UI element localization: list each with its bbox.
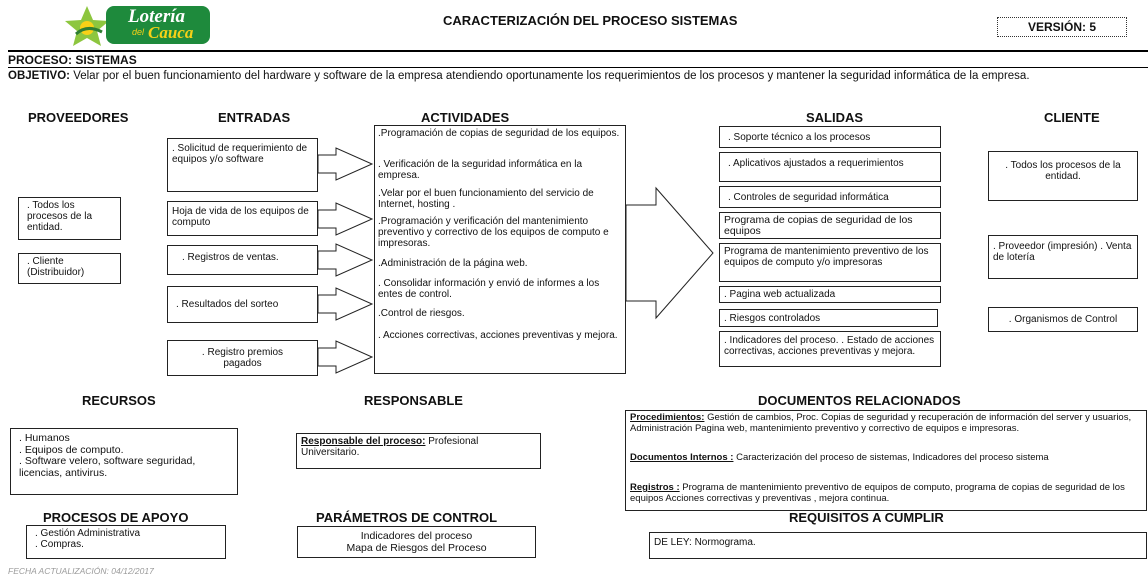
apoyo-box: . Gestión Administrativa . Compras. <box>26 525 226 559</box>
entrada-box-1: . Solicitud de requerimiento de equipos … <box>167 138 318 192</box>
documentos-box: Procedimientos: Gestión de cambios, Proc… <box>625 410 1147 511</box>
salida-box-6: . Pagina web actualizada <box>719 286 941 303</box>
proceso-row: PROCESO: SISTEMAS <box>8 53 137 67</box>
documentos-internos-block: Documentos Internos : Caracterización de… <box>630 447 1142 477</box>
header-cliente: CLIENTE <box>1044 110 1100 125</box>
parametros-box: Indicadores del proceso Mapa de Riesgos … <box>297 526 536 558</box>
salida-box-7: . Riesgos controlados <box>719 309 938 327</box>
actividad-item: .Programación y verificación del manteni… <box>378 216 609 249</box>
actividad-item: . Consolidar información y envió de info… <box>378 278 600 300</box>
parametro-item: Mapa de Riesgos del Proceso <box>346 542 487 554</box>
proveedor-box-2: . Cliente (Distribuidor) <box>18 253 121 284</box>
actividad-item: . Acciones correctivas, acciones prevent… <box>378 330 618 341</box>
entrada-box-3: . Registros de ventas. <box>167 245 318 275</box>
salida-box-1: . Soporte técnico a los procesos <box>719 126 941 148</box>
objetivo-label: OBJETIVO: <box>8 70 70 82</box>
requisitos-title: REQUISITOS A CUMPLIR <box>789 510 944 525</box>
apoyo-item: . Gestión Administrativa <box>35 528 141 539</box>
registros-label: Registros : <box>630 482 680 493</box>
responsable-box: Responsable del proceso: Profesional Uni… <box>296 433 541 469</box>
arrow-right-icon <box>317 340 374 374</box>
recursos-title: RECURSOS <box>82 393 156 408</box>
star-logo-icon <box>65 6 109 46</box>
arrow-right-icon <box>317 243 374 277</box>
header-salidas: SALIDAS <box>806 110 864 125</box>
header-proveedores: PROVEEDORES <box>28 110 129 125</box>
documentos-title: DOCUMENTOS RELACIONADOS <box>758 393 961 408</box>
arrow-right-icon <box>317 202 374 236</box>
document-title: CARACTERIZACIÓN DEL PROCESO SISTEMAS <box>443 13 738 28</box>
cliente-box-1: . Todos los procesos de la entidad. <box>988 151 1138 201</box>
apoyo-item: . Compras. <box>35 539 84 550</box>
big-arrow-right-icon <box>625 186 714 320</box>
salida-box-5: Programa de mantenimiento preventivo de … <box>719 243 941 282</box>
salida-box-8: . Indicadores del proceso. . Estado de a… <box>719 331 941 367</box>
procedimientos-text: Gestión de cambios, Proc. Copias de segu… <box>630 412 1132 434</box>
recurso-item: . Humanos <box>19 432 70 444</box>
version-badge: VERSIÓN: 5 <box>997 17 1127 37</box>
responsable-title: RESPONSABLE <box>364 393 463 408</box>
header-entradas: ENTRADAS <box>218 110 291 125</box>
salida-box-4: Programa de copias de seguridad de los e… <box>719 212 941 239</box>
actividad-item: .Velar por el buen funcionamiento del se… <box>378 188 594 210</box>
flow-arrows <box>317 147 714 374</box>
salida-box-3: . Controles de seguridad informática <box>719 186 941 208</box>
registros-block: Registros : Programa de mantenimiento pr… <box>630 477 1142 504</box>
parametros-title: PARÁMETROS DE CONTROL <box>316 510 498 525</box>
cliente-box-3: . Organismos de Control <box>988 307 1138 332</box>
header-actividades: ACTIVIDADES <box>421 110 510 125</box>
recurso-item: . Equipos de computo. <box>19 443 124 456</box>
registros-text: Programa de mantenimiento preventivo de … <box>630 482 1125 504</box>
objetivo: OBJETIVO: Velar por el buen funcionamien… <box>8 69 1146 83</box>
cliente-box-2: . Proveedor (impresión) . Venta de loter… <box>988 235 1138 279</box>
actividad-item: .Programación de copias de seguridad de … <box>378 128 620 139</box>
recursos-box: . Humanos . Equipos de computo. . Softwa… <box>10 428 238 495</box>
logo-line1: Lotería <box>128 6 185 27</box>
responsable-value: Profesional Universitario. <box>301 436 479 458</box>
documentos-internos-text: Caracterización del proceso de sistemas,… <box>736 452 1049 463</box>
entrada-box-2: Hoja de vida de los equipos de computo <box>167 201 318 236</box>
parametro-item: Indicadores del proceso <box>360 530 473 542</box>
salida-box-2: . Aplicativos ajustados a requerimientos <box>719 152 941 182</box>
actividad-item: .Control de riesgos. <box>378 308 465 319</box>
logo-line3: Cauca <box>148 23 194 42</box>
actividad-item: .Administración de la página web. <box>378 258 528 269</box>
recurso-item: . Software velero, software seguridad, l… <box>19 455 196 479</box>
requisitos-box: DE LEY: Normograma. <box>649 532 1147 559</box>
proceso-label: PROCESO: <box>8 53 73 67</box>
logo-text <box>106 6 210 44</box>
entrada-box-5: . Registro premios pagados <box>167 340 318 376</box>
procedimientos-label: Procedimientos: <box>630 412 705 423</box>
arrow-right-icon <box>317 287 374 321</box>
objetivo-rule <box>8 67 1148 68</box>
responsable-label: Responsable del proceso: <box>301 436 426 447</box>
entrada-box-4: . Resultados del sorteo <box>167 286 318 323</box>
fecha-actualizacion: FECHA ACTUALIZACIÓN: 04/12/2017 <box>8 566 154 576</box>
documentos-internos-label: Documentos Internos : <box>630 452 734 463</box>
actividad-item: . Verificación de la seguridad informáti… <box>378 159 583 181</box>
procedimientos-block: Procedimientos: Gestión de cambios, Proc… <box>630 412 1142 447</box>
logo-line2: del <box>132 27 145 37</box>
objetivo-text: Velar por el buen funcionamiento del har… <box>73 70 1030 82</box>
logo: Lotería del Cauca <box>62 4 212 48</box>
proceso-value: SISTEMAS <box>75 53 137 67</box>
arrow-right-icon <box>317 147 374 181</box>
proveedor-box-1: . Todos los procesos de la entidad. <box>18 197 121 240</box>
actividades-box: .Programación de copias de seguridad de … <box>374 125 626 374</box>
header-rule <box>8 50 1148 52</box>
apoyo-title: PROCESOS DE APOYO <box>43 510 189 525</box>
